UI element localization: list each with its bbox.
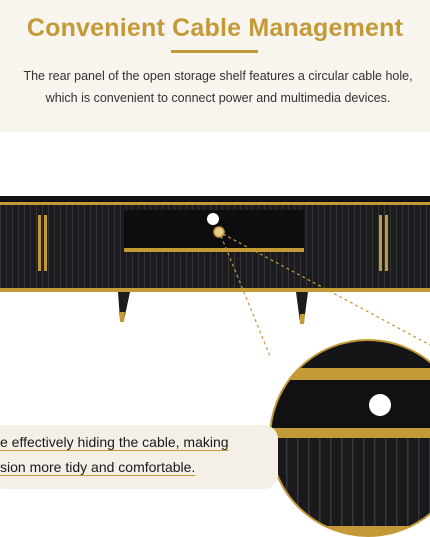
drawer-front [124,252,304,288]
left-door-handle [38,215,41,271]
leg-gold-tip [300,314,305,324]
zoom-detail [269,339,430,537]
right-door-handle [385,215,388,271]
page-title: Convenient Cable Management [26,14,404,42]
leg-gold-tip [120,312,125,322]
cable-hole-zoomed [369,394,391,416]
tv-stand [0,196,430,324]
top-gold-trim [0,202,430,205]
left-door-handle [44,215,47,271]
callout-text: e effectively hiding the cable, making s… [0,430,270,480]
cable-hole [207,213,219,225]
cable-hole-marker [213,226,225,238]
stand-top [0,196,430,202]
bottom-gold-trim [0,288,430,292]
callout-line-1: e effectively hiding the cable, making [0,434,229,450]
header-banner: Convenient Cable Management The rear pan… [0,0,430,132]
page-description: The rear panel of the open storage shelf… [23,69,413,105]
leg [296,292,308,322]
leader-line [220,235,271,357]
callout-box [0,425,278,489]
title-underline [171,50,258,53]
shelf-gold-trim [124,248,304,252]
right-door-handle [379,215,382,271]
callout-line-2: sion more tidy and comfortable. [0,459,196,475]
